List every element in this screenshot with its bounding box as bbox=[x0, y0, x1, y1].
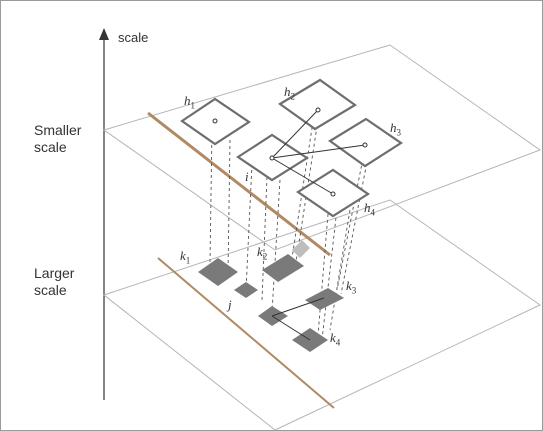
larger-scale-line1: Larger bbox=[34, 265, 75, 281]
road-larger-scale bbox=[157, 257, 335, 409]
smaller-scale-label: Smaller scale bbox=[34, 122, 81, 156]
label-j: j bbox=[228, 297, 232, 312]
square-h2 bbox=[277, 78, 358, 131]
smaller-scale-line1: Smaller bbox=[34, 122, 82, 138]
smaller-scale-links bbox=[271, 109, 366, 195]
label-h2: h2 bbox=[284, 84, 295, 102]
square-h3 bbox=[328, 117, 403, 168]
shape-k2 bbox=[262, 254, 304, 282]
node-centers bbox=[212, 107, 368, 197]
larger-scale-label: Larger scale bbox=[34, 265, 74, 299]
shape-k2-faint bbox=[292, 240, 310, 258]
label-h1: h1 bbox=[184, 93, 195, 111]
larger-scale-line2: scale bbox=[34, 282, 67, 298]
smaller-scale-line2: scale bbox=[34, 139, 67, 155]
road-smaller-scale bbox=[147, 111, 331, 257]
scale-axis-label: scale bbox=[118, 30, 149, 45]
label-k2: k2 bbox=[257, 244, 268, 262]
label-i: i bbox=[245, 169, 249, 184]
label-k4: k4 bbox=[330, 330, 341, 348]
label-k1: k1 bbox=[180, 248, 191, 266]
scale-axis-arrow bbox=[99, 28, 109, 40]
larger-scale-links bbox=[271, 297, 325, 341]
label-h3: h3 bbox=[390, 120, 401, 138]
shape-k3 bbox=[305, 288, 344, 310]
smaller-scale-plane bbox=[102, 44, 542, 251]
label-k3: k3 bbox=[346, 278, 357, 296]
shape-k1 bbox=[198, 258, 238, 286]
larger-scale-plane bbox=[102, 199, 541, 431]
label-h4: h4 bbox=[364, 200, 375, 218]
projection-lines bbox=[209, 114, 370, 341]
shape-j bbox=[234, 282, 258, 298]
